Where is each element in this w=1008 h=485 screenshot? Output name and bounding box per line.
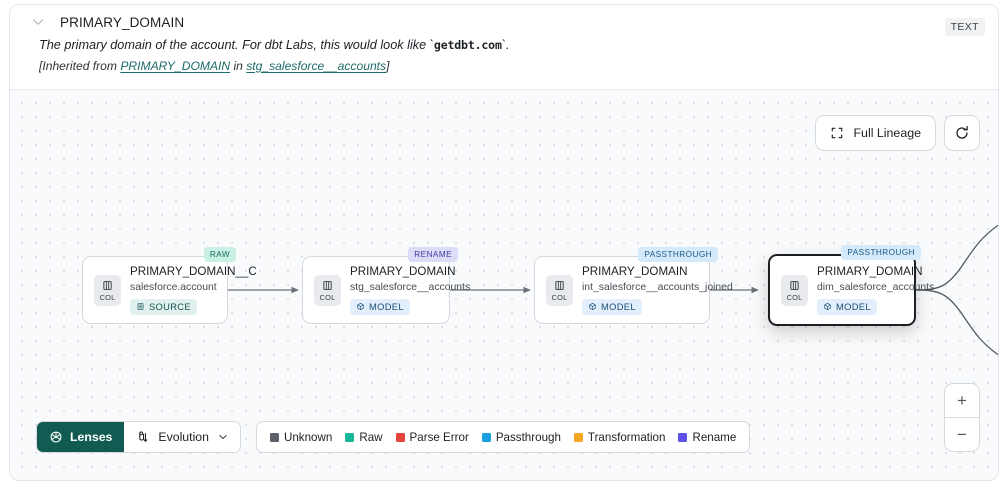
cube-icon xyxy=(589,303,596,311)
inherited-from-note: [Inherited from PRIMARY_DOMAIN in stg_sa… xyxy=(10,53,998,74)
node-lens-badge: RENAME xyxy=(408,247,458,262)
node-title: PRIMARY_DOMAIN__C xyxy=(130,265,257,279)
lenses-button[interactable]: Lenses xyxy=(37,422,125,452)
inherited-prefix: [Inherited from xyxy=(39,58,121,73)
cube-icon xyxy=(824,303,831,311)
lineage-node-primary-domain-c[interactable]: COL PRIMARY_DOMAIN__C salesforce.account… xyxy=(82,247,257,324)
zoom-in-button[interactable]: + xyxy=(945,384,979,418)
node-type-label: MODEL xyxy=(601,301,636,313)
column-chip: COL xyxy=(314,274,341,306)
evolution-label: Evolution xyxy=(158,430,209,444)
node-title: PRIMARY_DOMAIN xyxy=(350,265,456,279)
column-description: The primary domain of the account. For d… xyxy=(10,30,998,53)
node-title: PRIMARY_DOMAIN xyxy=(582,265,688,279)
legend-swatch xyxy=(395,432,405,442)
legend-label: Parse Error xyxy=(409,430,469,444)
node-body: PRIMARY_DOMAIN int_salesforce__accounts_… xyxy=(582,265,733,315)
panel-header: PRIMARY_DOMAIN TEXT The primary domain o… xyxy=(10,5,998,90)
column-chip-label: COL xyxy=(786,292,803,302)
inherited-suffix: ] xyxy=(386,58,390,73)
refresh-icon xyxy=(956,125,968,139)
legend-item-raw: Raw xyxy=(345,430,383,444)
page-title: PRIMARY_DOMAIN xyxy=(60,14,185,30)
aperture-icon xyxy=(50,431,62,443)
legend-label: Unknown xyxy=(283,430,333,444)
node-type-badge: MODEL xyxy=(350,298,410,315)
full-lineage-label: Full Lineage xyxy=(853,126,921,140)
zoom-out-button[interactable]: − xyxy=(957,424,967,444)
lineage-canvas[interactable]: COL PRIMARY_DOMAIN__C salesforce.account… xyxy=(10,90,998,480)
column-icon xyxy=(790,280,799,290)
canvas-top-controls: Full Lineage xyxy=(815,115,980,151)
chevron-down-icon[interactable] xyxy=(30,14,46,30)
legend-label: Passthrough xyxy=(495,430,561,444)
lenses-label: Lenses xyxy=(70,430,113,444)
lineage-node-int-salesforce-accounts-joined[interactable]: COL PRIMARY_DOMAIN int_salesforce__accou… xyxy=(534,247,733,324)
legend-swatch xyxy=(573,432,583,442)
node-type-label: MODEL xyxy=(836,301,871,313)
column-type-badge: TEXT xyxy=(944,18,985,36)
lens-control-group: Lenses Evolution xyxy=(36,421,241,453)
legend-label: Rename xyxy=(692,430,737,444)
node-type-badge: MODEL xyxy=(817,298,877,315)
node-lens-badge: RAW xyxy=(203,247,236,262)
node-type-label: MODEL xyxy=(369,301,404,313)
inherited-model-link[interactable]: stg_salesforce__accounts xyxy=(246,58,387,73)
legend-swatch xyxy=(481,432,491,442)
legend-swatch xyxy=(678,432,688,442)
chevron-down-icon xyxy=(219,435,227,439)
node-subtitle: stg_salesforce__accounts xyxy=(350,281,471,293)
legend-swatch xyxy=(345,432,355,442)
header-title-row: PRIMARY_DOMAIN xyxy=(10,5,998,30)
legend-item-rename: Rename xyxy=(678,431,736,444)
column-chip: COL xyxy=(546,274,573,306)
lens-legend: Unknown Raw Parse Error Passthrough xyxy=(255,421,751,453)
node-type-badge: SOURCE xyxy=(130,298,197,315)
legend-swatch xyxy=(269,432,279,442)
cube-icon xyxy=(357,303,364,311)
node-body: PRIMARY_DOMAIN dim_salesforce_accounts M… xyxy=(817,265,935,315)
inherited-mid: in xyxy=(230,58,247,73)
node-body: PRIMARY_DOMAIN stg_salesforce__accounts … xyxy=(350,265,471,315)
node-type-badge: MODEL xyxy=(582,298,642,315)
legend-label: Transformation xyxy=(587,430,666,444)
column-icon xyxy=(103,280,112,290)
zoom-controls: + − xyxy=(944,383,980,452)
node-body: PRIMARY_DOMAIN__C salesforce.account SOU… xyxy=(130,265,257,315)
description-code: getdbt.com xyxy=(433,38,502,52)
expand-corners-icon xyxy=(832,127,843,139)
node-subtitle: salesforce.account xyxy=(130,281,217,293)
column-chip: COL xyxy=(781,274,808,306)
database-icon xyxy=(137,303,144,311)
node-title: PRIMARY_DOMAIN xyxy=(817,265,923,279)
legend-item-unknown: Unknown xyxy=(269,430,333,444)
description-suffix: `. xyxy=(501,38,510,52)
lineage-node-dim-salesforce-accounts[interactable]: COL PRIMARY_DOMAIN dim_salesforce_accoun… xyxy=(768,245,934,326)
legend-label: Raw xyxy=(359,430,383,444)
flow-path-icon xyxy=(139,430,148,442)
column-chip-label: COL xyxy=(551,292,568,302)
node-subtitle: int_salesforce__accounts_joined xyxy=(582,281,733,293)
legend-item-parse-error: Parse Error xyxy=(395,430,469,444)
refresh-button[interactable] xyxy=(944,115,980,151)
lineage-node-stg-salesforce-accounts[interactable]: COL PRIMARY_DOMAIN stg_salesforce__accou… xyxy=(302,247,470,324)
legend-item-passthrough: Passthrough xyxy=(481,430,561,444)
column-chip-label: COL xyxy=(99,292,116,302)
description-prefix: The primary domain of the account. For d… xyxy=(39,38,434,52)
inherited-column-link[interactable]: PRIMARY_DOMAIN xyxy=(120,58,231,73)
column-icon xyxy=(555,280,564,290)
node-type-label: SOURCE xyxy=(149,301,191,313)
column-chip: COL xyxy=(94,274,121,306)
canvas-bottom-toolbar: Lenses Evolution xyxy=(36,421,751,453)
legend-item-transformation: Transformation xyxy=(573,430,666,444)
node-lens-badge: PASSTHROUGH xyxy=(638,247,718,262)
node-lens-badge: PASSTHROUGH xyxy=(841,245,921,260)
column-chip-label: COL xyxy=(319,292,336,302)
evolution-dropdown[interactable]: Evolution xyxy=(124,422,240,452)
full-lineage-button[interactable]: Full Lineage xyxy=(815,115,936,151)
column-icon xyxy=(323,280,332,290)
node-subtitle: dim_salesforce_accounts xyxy=(817,281,935,293)
column-detail-panel: PRIMARY_DOMAIN TEXT The primary domain o… xyxy=(9,4,999,481)
